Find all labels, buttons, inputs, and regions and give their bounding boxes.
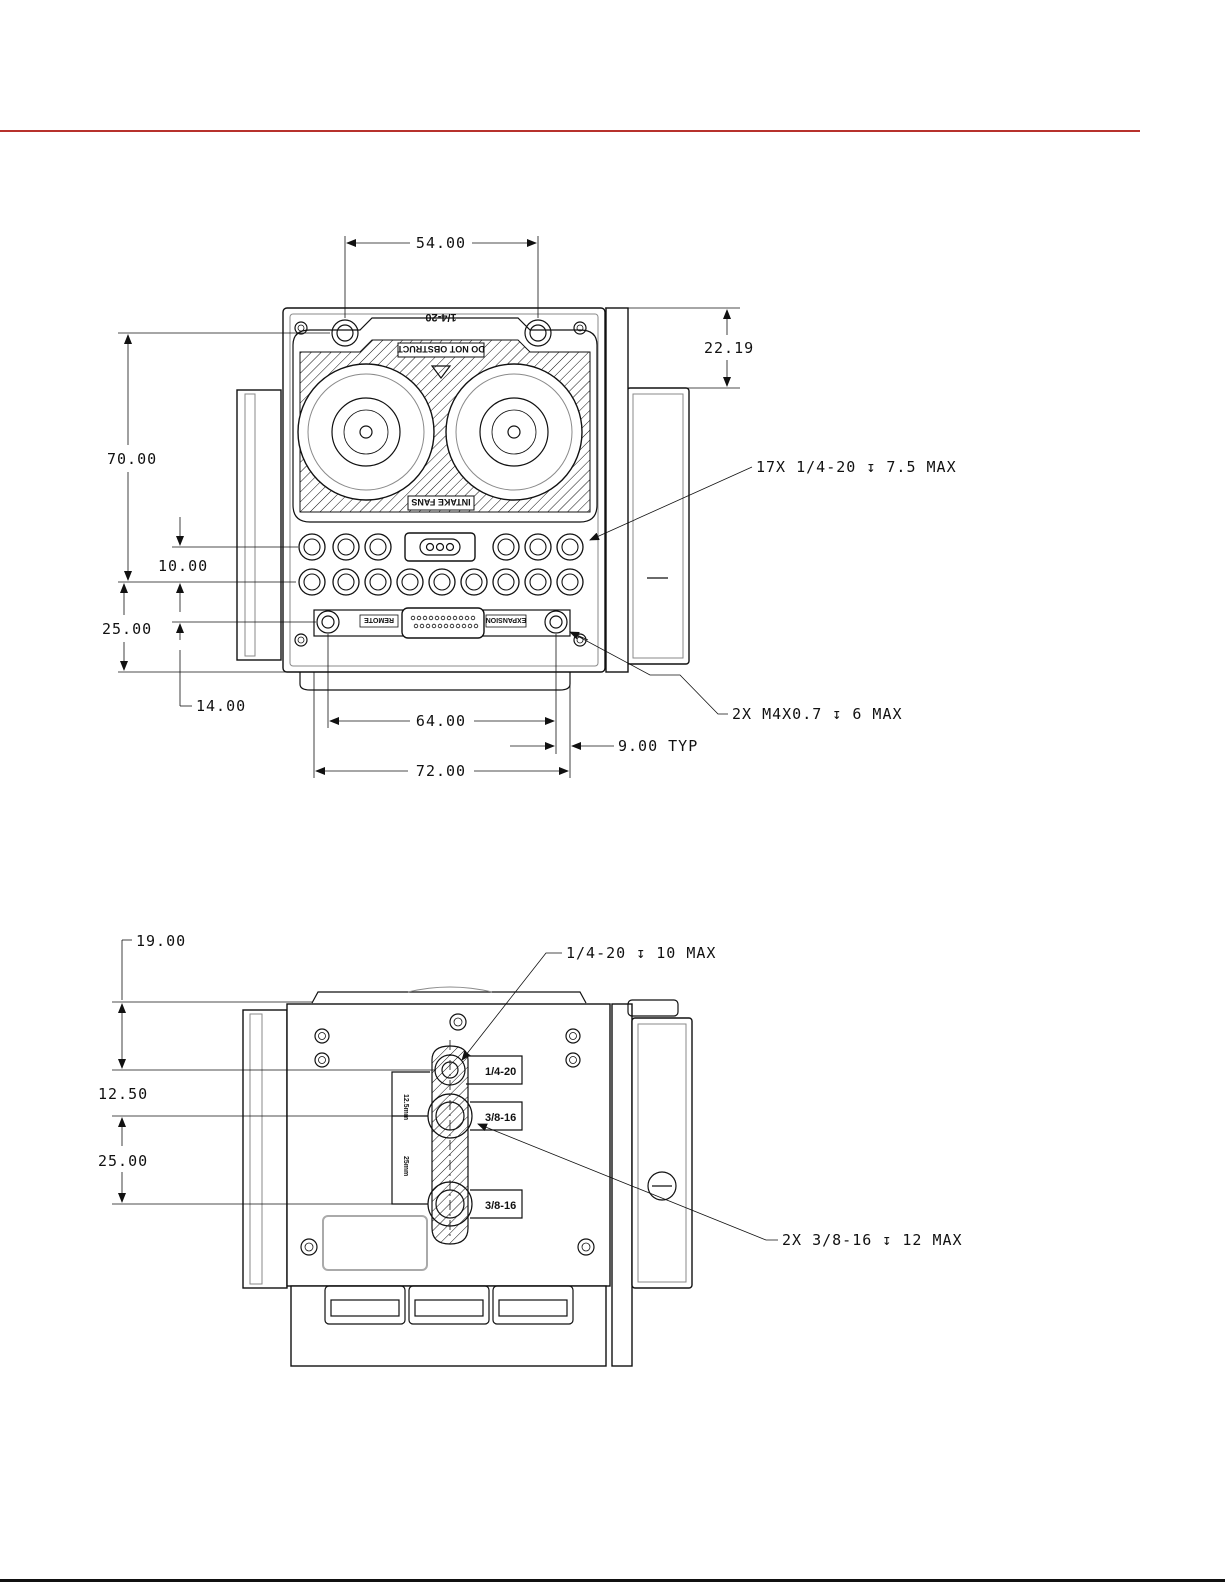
dim-outer-width: 72.00 <box>416 762 466 780</box>
top-thread-label: 1/4-20 <box>425 311 456 323</box>
mount-hole <box>461 569 487 595</box>
remote-label: REMOTE <box>364 616 394 623</box>
mount-hole <box>365 569 391 595</box>
mount-hole <box>429 569 455 595</box>
warning-label: DO NOT OBSTRUCT <box>397 344 485 354</box>
dim-top-spacing: 54.00 <box>416 234 466 252</box>
bottom-view: 1/4-20 3/8-16 3/8-16 12.5mm 25mm 19.00 <box>98 932 963 1366</box>
left-side-plate <box>237 390 281 660</box>
dim-edge: 9.00 TYP <box>618 737 698 755</box>
hole-label-b: 3/8-16 <box>485 1112 516 1124</box>
right-rail <box>606 308 628 672</box>
fan-left <box>298 364 434 500</box>
mount-hole <box>365 534 391 560</box>
mount-hole <box>557 534 583 560</box>
front-view: 1/4-20 DO NOT OBSTRUCT INTAKE FANS REMOT… <box>102 234 957 780</box>
right-side-module <box>627 388 689 664</box>
callout-top-hole: 1/4-20 ↧ 10 MAX <box>566 944 716 962</box>
callout-bottom-holes: 2X 3/8-16 ↧ 12 MAX <box>782 1231 963 1249</box>
mount-hole <box>525 534 551 560</box>
dim-row-spacing: 10.00 <box>158 557 208 575</box>
bottom-right-module <box>632 1018 692 1288</box>
dim-inner-width: 64.00 <box>416 712 466 730</box>
mount-hole <box>493 534 519 560</box>
mount-hole <box>397 569 423 595</box>
dim-bottom: 14.00 <box>196 697 246 715</box>
dim-top-offset: 22.19 <box>704 339 754 357</box>
dim-lower-row: 25.00 <box>102 620 152 638</box>
intake-label: INTAKE FANS <box>411 497 470 507</box>
mount-hole <box>493 569 519 595</box>
power-connector <box>405 533 475 561</box>
lower-hole-row <box>299 569 583 595</box>
dim-top: 19.00 <box>136 932 186 950</box>
mount-hole <box>525 569 551 595</box>
gap-label-2: 25mm <box>402 1156 409 1176</box>
callout-small-holes: 2X M4X0.7 ↧ 6 MAX <box>732 705 903 723</box>
callout-holes: 17X 1/4-20 ↧ 7.5 MAX <box>756 458 957 476</box>
hole-label-c: 3/8-16 <box>485 1200 516 1212</box>
expansion-label: EXPANSION <box>486 616 527 623</box>
hole-label-a: 1/4-20 <box>485 1066 516 1078</box>
mount-hole <box>333 569 359 595</box>
mount-hole <box>299 569 325 595</box>
expansion-port <box>402 608 484 638</box>
mount-hole <box>557 569 583 595</box>
mount-hole <box>333 534 359 560</box>
dim-spacing: 25.00 <box>98 1152 148 1170</box>
mount-hole <box>299 534 325 560</box>
dim-gap: 12.50 <box>98 1085 148 1103</box>
fan-right <box>446 364 582 500</box>
dim-height: 70.00 <box>107 450 157 468</box>
